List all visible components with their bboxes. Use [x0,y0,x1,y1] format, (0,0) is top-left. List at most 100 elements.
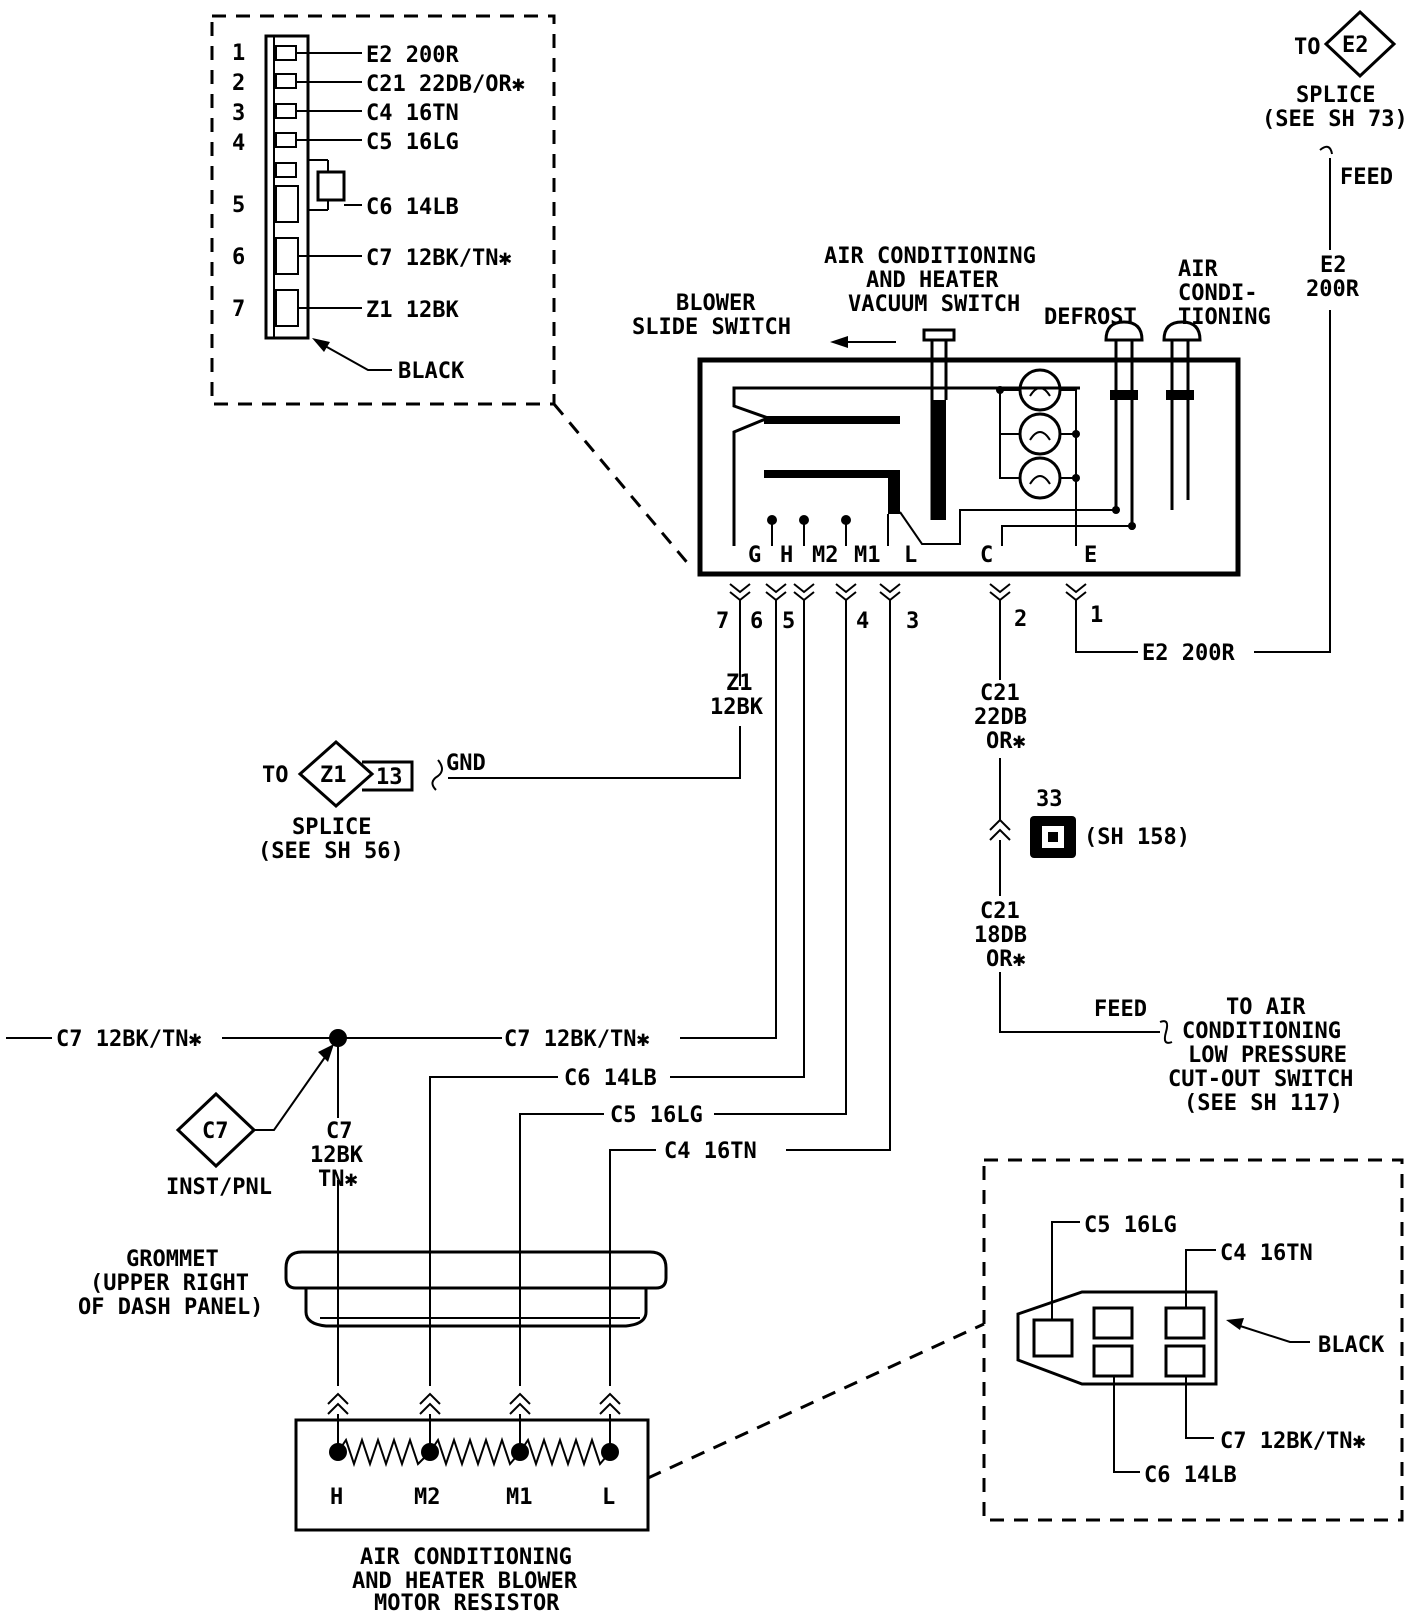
cavity-number: 6 [750,609,763,634]
c21-destination: CUT-OUT SWITCH [1168,1067,1353,1092]
c21-connector-number: 33 [1036,787,1063,812]
c21-destination: TO AIR [1226,995,1306,1020]
conn-wire-label: C4 16TN [366,101,459,126]
conn-wire-label: C5 16LG [366,130,459,155]
cavity-number: 1 [1090,603,1103,628]
resistor-callout-line [647,1322,985,1480]
vacuum-switch-label: AIR CONDITIONING [824,244,1036,269]
e2-wire-label: 200R [1306,277,1360,302]
rc-black-label: BLACK [1318,1333,1385,1358]
e2-to-label: TO [1294,35,1321,60]
grommet-label: GROMMET [126,1247,219,1272]
switch-terminal: L [904,543,917,568]
z1-splice-label: SPLICE [292,815,371,840]
conn-wire-label: C7 12BK/TN✱ [366,246,512,271]
resistor-label: MOTOR RESISTOR [374,1591,560,1614]
c7-inst-arrow-icon [318,1044,334,1062]
resistor-terminal: L [602,1485,615,1510]
conn-pin-number: 4 [232,131,245,156]
conn-pin-number: 1 [232,41,245,66]
slide-direction-arrow-icon [830,336,848,348]
grommet-label: OF DASH PANEL) [78,1295,263,1320]
cavity-number: 2 [1014,607,1027,632]
c21-upper-wire-label: 22DB [974,705,1027,730]
c21-lower-wire-label: 18DB [974,923,1027,948]
conn-pin-number: 5 [232,193,245,218]
resistor-label: AND HEATER BLOWER [352,1569,578,1594]
e2-wire-label: E2 [1320,253,1347,278]
z1-wire-label: Z1 [726,671,753,696]
ac-label: CONDI- [1178,281,1257,306]
c21-sheet-ref: (SH 158) [1084,825,1190,850]
resistor-terminal: M2 [414,1485,441,1510]
vacuum-switch-label: VACUUM SWITCH [848,292,1020,317]
c21-lower-wire-label: C21 [980,899,1020,924]
conn-wire-label: E2 200R [366,43,459,68]
rc-black-arrow-icon [1226,1318,1244,1330]
ac-label: TIONING [1178,305,1271,330]
c7-vertical-label: C7 [326,1119,353,1144]
c21-destination: LOW PRESSURE [1188,1043,1347,1068]
switch-terminal: E [1084,543,1097,568]
resistor-terminal: H [330,1485,343,1510]
c21-circuit: C21 22DB OR✱ 33 (SH 158) C21 18DB OR✱ FE… [974,681,1353,1116]
conn-pin-number: 3 [232,101,245,126]
c7-inst-label: INST/PNL [166,1175,272,1200]
z1-splice-number: 13 [376,765,403,790]
connector-callout-line [552,403,692,567]
switch-terminal: G [748,543,761,568]
e2-splice: TO E2 SPLICE (SEE SH 73) FEED E2 200R E2… [1142,9,1408,666]
conn-color-label: BLACK [398,359,465,384]
c21-destination: CONDITIONING [1182,1019,1341,1044]
conn-wire-label: C21 22DB/OR✱ [366,72,525,97]
z1-splice-label: (SEE SH 56) [258,839,404,864]
e2-splice-label: (SEE SH 73) [1262,107,1408,132]
cavity-number: 7 [716,609,729,634]
c7-vertical-label: TN✱ [318,1167,358,1192]
cavity-number: 4 [856,609,869,634]
blower-slide-label: BLOWER [676,291,756,316]
c7-inst-diamond-icon [175,1091,257,1169]
resistor-terminal: M1 [506,1485,533,1510]
blower-slide-label: SLIDE SWITCH [632,315,791,340]
connector-detail: 1 2 3 4 5 6 7 E2 200R C21 22DB/OR✱ C4 16… [210,14,692,567]
grommet: GROMMET (UPPER RIGHT OF DASH PANEL) [78,1247,668,1328]
switch-assembly: BLOWER SLIDE SWITCH AIR CONDITIONING AND… [632,244,1271,634]
rc-c4-label: C4 16TN [1220,1241,1313,1266]
ground-to-label: TO [262,763,289,788]
conn-wire-label: Z1 12BK [366,298,459,323]
e2-splice-id: E2 [1342,33,1369,58]
c21-upper-wire-label: OR✱ [986,729,1026,754]
rc-c7-label: C7 12BK/TN✱ [1220,1429,1366,1454]
blower-motor-resistor: H M2 M1 L AIR CONDITIONING AND HEATER BL… [294,1322,985,1616]
switch-terminal: C [980,543,993,568]
conn-pin-number: 2 [232,71,245,96]
switch-housing [697,357,1241,577]
ground-splice: Z1 12BK TO Z1 13 GND SPLICE (SEE SH 56) [258,671,764,864]
harness-wires [448,145,1333,1151]
e2-feed-label: FEED [1340,165,1393,190]
grommet-label: (UPPER RIGHT [90,1271,249,1296]
c7-left-label: C7 12BK/TN✱ [56,1027,202,1052]
rc-c5-label: C5 16LG [1084,1213,1177,1238]
conn-pin-number: 6 [232,245,245,270]
c7-right-label: C7 12BK/TN✱ [504,1027,650,1052]
resistor-body [294,1418,650,1532]
c21-feed-label: FEED [1094,997,1147,1022]
ac-label: AIR [1178,257,1218,282]
z1-splice-diamond-icon [297,739,375,809]
c4-label: C4 16TN [664,1139,757,1164]
gnd-label: GND [446,751,486,776]
cavity-number: 5 [782,609,795,634]
conn-wire-label: C6 14LB [366,195,459,220]
z1-splice-id: Z1 [320,763,347,788]
switch-terminal: H [780,543,793,568]
c21-destination: (SEE SH 117) [1184,1091,1343,1116]
vacuum-switch-label: AND HEATER [866,268,999,293]
c5-label: C5 16LG [610,1103,703,1128]
defrost-label: DEFROST [1044,305,1137,330]
z1-wire-label: 12BK [710,695,764,720]
resistor-connector-detail: C5 16LG C4 16TN BLACK C7 12BK/TN✱ C6 14L… [982,1158,1404,1522]
